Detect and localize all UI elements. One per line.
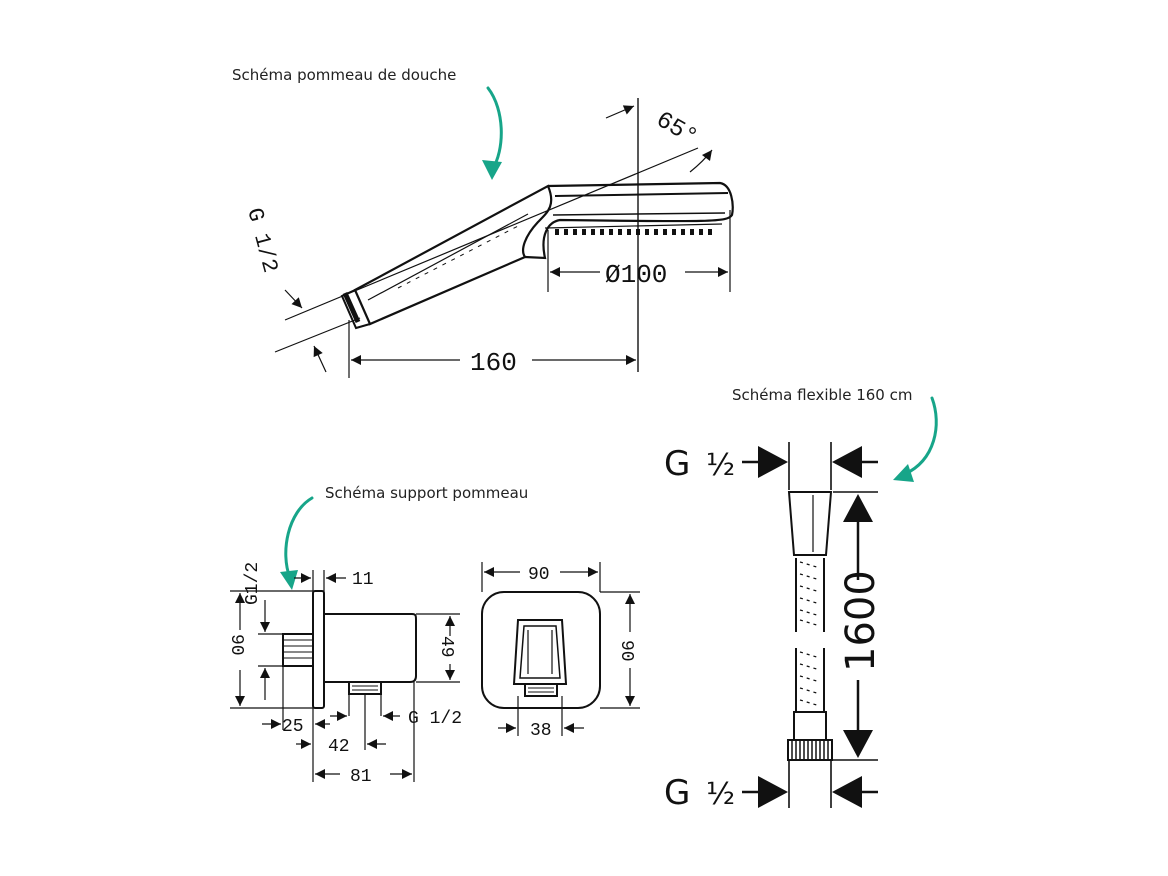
holder-dim-42: 42	[328, 737, 350, 757]
caption-holder: Schéma support pommeau	[325, 484, 528, 502]
pointer-arrow-hose	[893, 396, 938, 482]
caption-shower-head: Schéma pommeau de douche	[232, 66, 456, 84]
dimension-diameter: Ø100	[605, 260, 667, 290]
holder-thread-bottom: G 1/2	[408, 709, 462, 729]
holder-dim-90: 90	[226, 634, 246, 656]
holder-side-view: 90 G1/2 11 49 25 42 G 1/2 81	[226, 562, 462, 787]
pointer-arrow-shower-head	[482, 86, 503, 180]
hose-drawing: G ½ 1600 G ½	[664, 442, 884, 813]
caption-hose: Schéma flexible 160 cm	[732, 386, 912, 404]
front-dim-width: 90	[528, 565, 550, 585]
holder-dim-11: 11	[352, 570, 374, 590]
front-dim-height: 90	[616, 640, 636, 662]
hose-thread-bottom-frac: ½	[706, 777, 735, 812]
pointer-arrow-holder	[280, 496, 314, 590]
dimension-angle: 65°	[651, 107, 702, 152]
holder-dim-49: 49	[436, 636, 456, 658]
dimension-thread: G 1/2	[241, 205, 282, 275]
hose-length: 1600	[838, 570, 884, 672]
shower-head-drawing: 65° G 1/2 Ø100 160	[241, 98, 734, 378]
hose-thread-bottom-g: G	[664, 773, 690, 813]
holder-dim-25: 25	[282, 717, 304, 737]
hose-thread-top-g: G	[664, 444, 690, 484]
holder-dim-81: 81	[350, 767, 372, 787]
holder-thread-top: G1/2	[243, 562, 263, 605]
hose-thread-top-frac: ½	[706, 448, 735, 483]
holder-front-view: 90 90 38	[481, 562, 640, 741]
dimension-length: 160	[470, 348, 517, 378]
front-dim-38: 38	[530, 721, 552, 741]
